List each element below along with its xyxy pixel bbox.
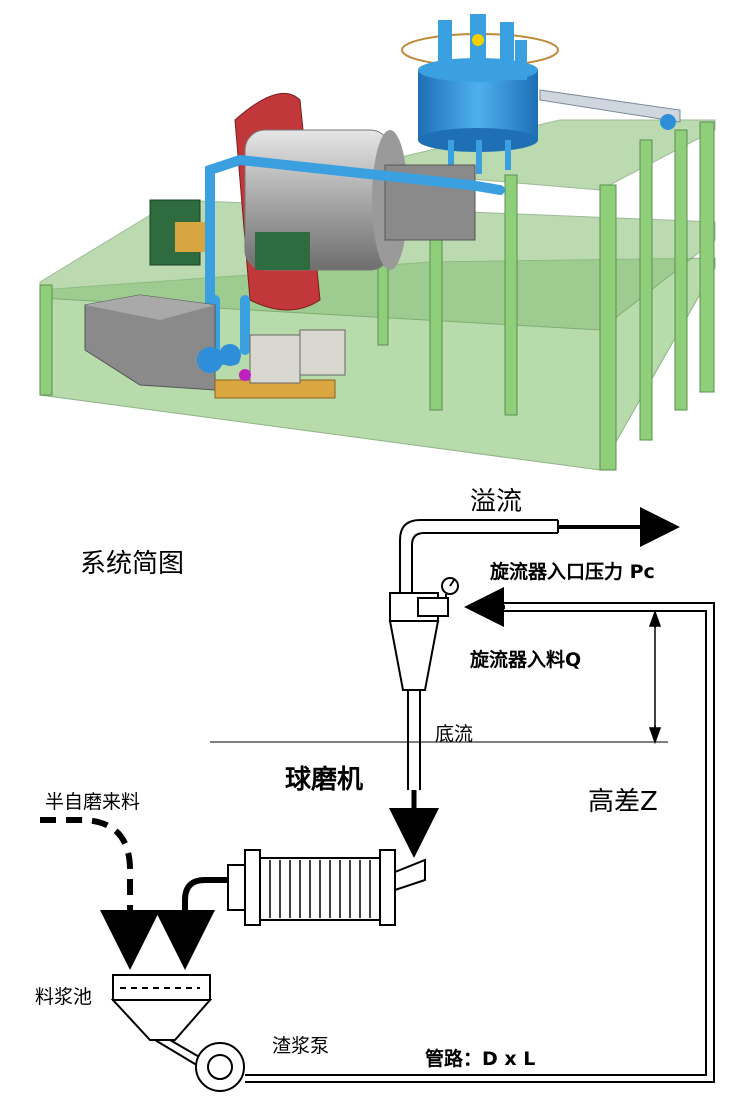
belt-conveyor [539,89,681,130]
ball-mill-schematic [227,849,426,926]
diagram-title: 系统简图 [80,549,184,579]
underflow-pipe [407,690,421,790]
ball-mill-label: 球磨机 [285,765,363,795]
schematic [40,507,715,1092]
overflow-label: 溢流 [470,487,522,517]
slurry-pumps-3d [197,329,346,399]
slurry-tank-schematic [110,974,213,1041]
sag-feed-label: 半自磨来料 [45,791,140,813]
labels: 系统简图 溢流 旋流器入口压力 Pc 旋流器入料Q 底流 球磨机 高差Z 半自磨… [35,487,658,1070]
mill-discharge-pipe [182,877,228,940]
hydrocyclone [388,577,459,691]
slurry-pump-label: 渣浆泵 [272,1035,329,1057]
height-diff-label: 高差Z [588,787,658,817]
sag-feed-line [40,817,133,945]
slurry-pump-schematic [154,1039,245,1092]
inlet-pressure-label: 旋流器入口压力 Pc [489,560,655,583]
plant-3d-illustration [39,14,716,471]
inlet-feed-label: 旋流器入料Q [469,648,581,671]
main-pipeline [245,602,715,1083]
pipeline-label: 管路：D x L [425,1047,535,1070]
sump-tank [84,294,216,391]
underflow-label: 底流 [435,723,473,745]
slurry-tank-label: 料浆池 [35,986,92,1008]
cyclone-cluster [401,14,559,174]
mill-drive-motor [149,199,310,270]
height-dimension [210,609,668,745]
